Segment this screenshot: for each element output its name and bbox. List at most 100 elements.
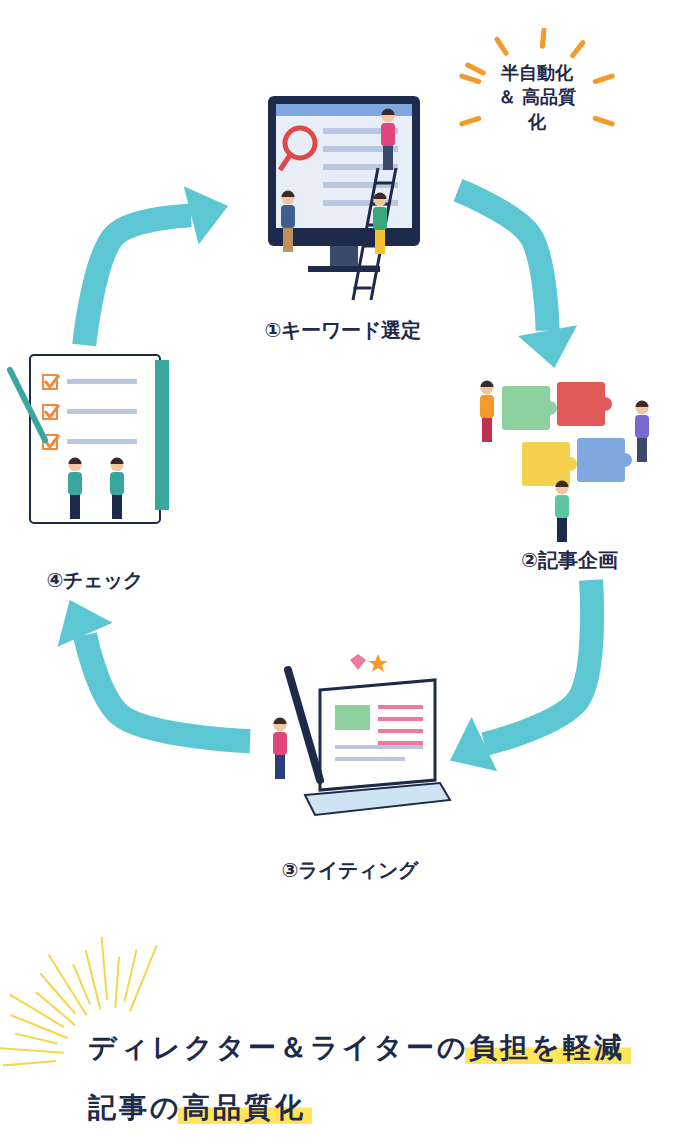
puzzle-piece	[577, 438, 625, 482]
ellipse-shape	[120, 0, 684, 690]
puzzle-piece	[557, 382, 605, 426]
person-hair	[556, 481, 569, 488]
person-figure	[480, 381, 494, 443]
burst-stroke	[497, 39, 506, 53]
arrow-head	[184, 186, 228, 244]
ladder-step	[358, 266, 376, 269]
text-line	[67, 409, 137, 414]
person-hair	[636, 401, 649, 408]
person-figure	[381, 109, 395, 171]
burst-stroke	[573, 43, 583, 56]
puzzle-knob	[598, 397, 612, 411]
arrow-head	[58, 600, 113, 647]
person-figure	[281, 191, 295, 253]
person-head	[481, 382, 494, 395]
person-hair	[282, 191, 295, 198]
process-node: ③ライティング	[250, 650, 450, 890]
person-figure	[68, 458, 82, 520]
burst-stroke	[468, 65, 484, 73]
person-legs	[70, 493, 80, 519]
text-line	[67, 379, 137, 384]
person-head	[374, 194, 387, 207]
arrow-body	[84, 215, 191, 345]
text-line	[378, 741, 423, 745]
check-mark	[45, 405, 59, 417]
sun-ray	[11, 1015, 68, 1038]
burst-stroke	[595, 76, 612, 81]
person-head	[282, 192, 295, 205]
badge-text: 半自動化 ＆ 高品質化	[495, 61, 579, 134]
ladder-step	[354, 287, 372, 290]
person-figure	[273, 718, 287, 780]
monitor-screen	[276, 104, 412, 228]
sun-ray	[10, 994, 64, 1027]
cycle-arrow	[450, 580, 592, 771]
person-body	[635, 415, 649, 438]
arrow-head	[450, 717, 497, 771]
ladder-rail	[371, 168, 396, 300]
person-legs	[283, 226, 293, 252]
person-figure	[635, 401, 649, 463]
person-legs	[112, 493, 122, 519]
person-body	[281, 205, 295, 228]
summary-text: ディレクター＆ライターの負担を軽減	[88, 1030, 625, 1066]
sun-ray	[102, 937, 108, 1000]
screen-line	[323, 182, 398, 188]
text-line	[378, 705, 423, 709]
person-body	[480, 395, 494, 418]
person-legs	[557, 516, 567, 542]
step-label: ①キーワード選定	[265, 317, 422, 344]
check-mark	[45, 375, 59, 387]
summary-text: 記事の高品質化	[88, 1090, 306, 1126]
puzzle-piece	[522, 442, 570, 486]
sun-ray	[40, 973, 75, 1013]
pencil	[10, 370, 45, 440]
person-head	[69, 459, 82, 472]
arrow-body	[85, 635, 250, 741]
clipboard	[30, 355, 160, 523]
arrow-body	[484, 580, 592, 744]
person-body	[110, 472, 124, 495]
person-hair	[382, 109, 395, 116]
person-head	[382, 110, 395, 123]
puzzle-knob	[618, 453, 632, 467]
arrow-head	[518, 325, 577, 368]
person-figure	[555, 481, 569, 543]
burst-stroke	[462, 118, 479, 123]
node-illustration	[462, 368, 677, 540]
sun-ray	[115, 957, 119, 1008]
arrow-body	[458, 190, 548, 330]
monitor-stand	[330, 246, 358, 268]
process-node: ②記事企画	[462, 368, 677, 580]
person-body	[68, 472, 82, 495]
person-head	[274, 719, 287, 732]
person-legs	[482, 416, 492, 442]
person-legs	[637, 436, 647, 462]
sun-ray	[73, 964, 90, 1004]
person-hair	[481, 381, 494, 388]
burst-stroke	[595, 118, 612, 123]
person-hair	[274, 718, 287, 725]
pencil	[288, 670, 320, 780]
node-illustration	[250, 650, 450, 850]
puzzle-piece	[502, 386, 550, 430]
text-line	[67, 439, 137, 444]
person-head	[636, 402, 649, 415]
sun-ray	[0, 1048, 64, 1053]
person-head	[111, 459, 124, 472]
picture-block	[335, 705, 370, 730]
screen-line	[323, 200, 398, 206]
step-label: ④チェック	[47, 567, 144, 594]
person-legs	[375, 228, 385, 254]
step-label: ③ライティング	[282, 857, 419, 884]
star-icon	[368, 654, 388, 672]
person-figure	[110, 458, 124, 520]
sun-ray	[36, 992, 75, 1025]
person-body	[381, 123, 395, 146]
process-node: ①キーワード選定	[228, 88, 458, 350]
person-legs	[275, 753, 285, 779]
sun-ray	[86, 950, 101, 1010]
sun-ray	[125, 949, 137, 1001]
person-hair	[69, 458, 82, 465]
node-illustration	[5, 345, 185, 560]
